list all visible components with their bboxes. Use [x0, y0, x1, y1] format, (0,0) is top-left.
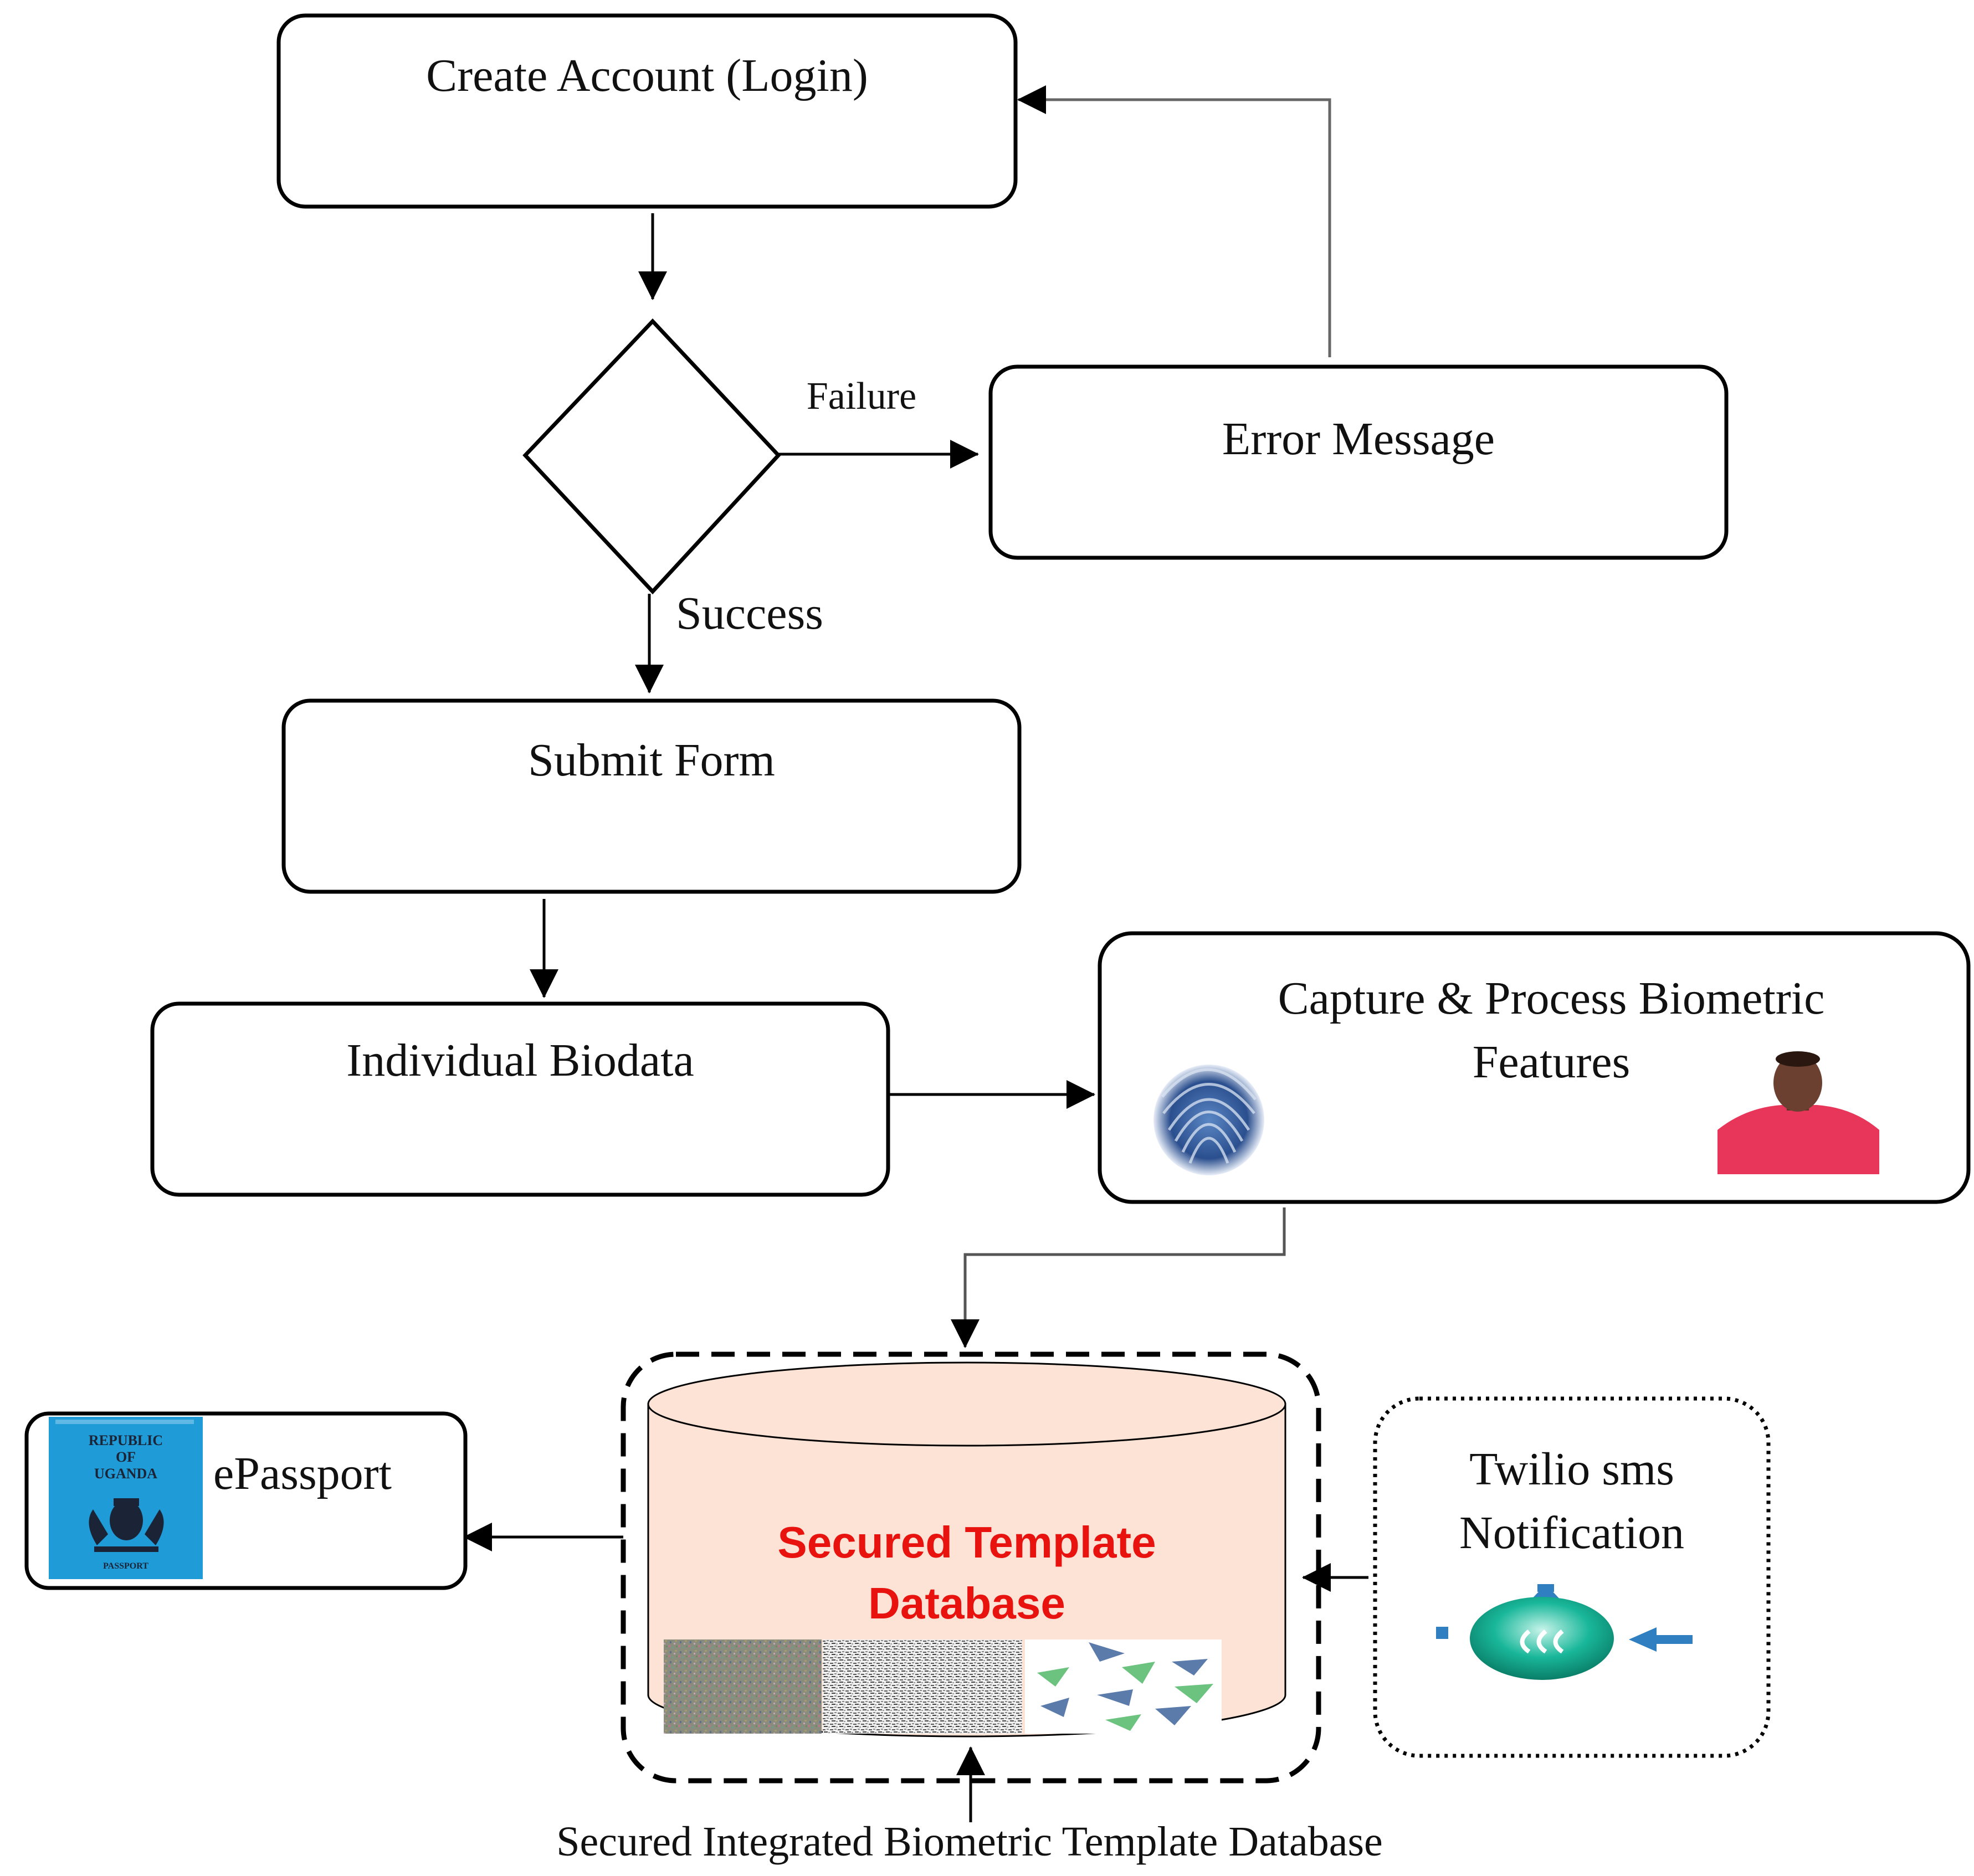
epassport-label: ePassport: [213, 1448, 392, 1499]
database-caption: Secured Integrated Biometric Template Da…: [556, 1818, 1383, 1865]
capture-biometric-label-line2: Features: [1472, 1036, 1631, 1088]
twilio-label-line1: Twilio sms: [1469, 1443, 1674, 1495]
submit-form-label: Submit Form: [528, 734, 775, 786]
encrypted-noise-image: [664, 1639, 822, 1734]
arrow-capture-to-db: [951, 1207, 1286, 1348]
success-label: Success: [676, 588, 823, 639]
passport-cover-line3: UGANDA: [94, 1466, 158, 1482]
passport-cover-line2: OF: [115, 1449, 136, 1465]
twilio-box: [1373, 1396, 1771, 1758]
passport-cover-line1: REPUBLIC: [88, 1432, 163, 1448]
passport-cover-footer: PASSPORT: [103, 1561, 148, 1571]
create-account-box: [276, 13, 1018, 209]
fingerprint-icon: [1153, 1065, 1264, 1175]
failure-label: Failure: [806, 375, 917, 418]
passport-cover-icon: [49, 1417, 203, 1579]
submit-form-box: [281, 698, 1022, 894]
capture-biometric-label-line1: Capture & Process Biometric: [1278, 973, 1825, 1024]
database-title-line1: Secured Template: [777, 1518, 1156, 1567]
arrow-error-back-to-login: [1017, 85, 1331, 357]
minutiae-triangles-image: [1025, 1639, 1222, 1734]
face-photo-icon: [1717, 1051, 1879, 1174]
create-account-label: Create Account (Login): [426, 50, 868, 101]
error-message-box: [988, 364, 1729, 560]
decision-diamond: [522, 318, 781, 595]
connectors: [463, 85, 1368, 1822]
encrypted-text-image: [823, 1639, 1022, 1734]
individual-biodata-label: Individual Biodata: [346, 1035, 694, 1086]
error-message-label: Error Message: [1222, 413, 1495, 465]
database-title-line2: Database: [868, 1579, 1065, 1628]
database-dashed-frame: [621, 1351, 1321, 1784]
sms-notification-icon: [1436, 1584, 1693, 1680]
individual-biodata-box: [150, 1001, 890, 1197]
twilio-label-line2: Notification: [1459, 1507, 1684, 1559]
